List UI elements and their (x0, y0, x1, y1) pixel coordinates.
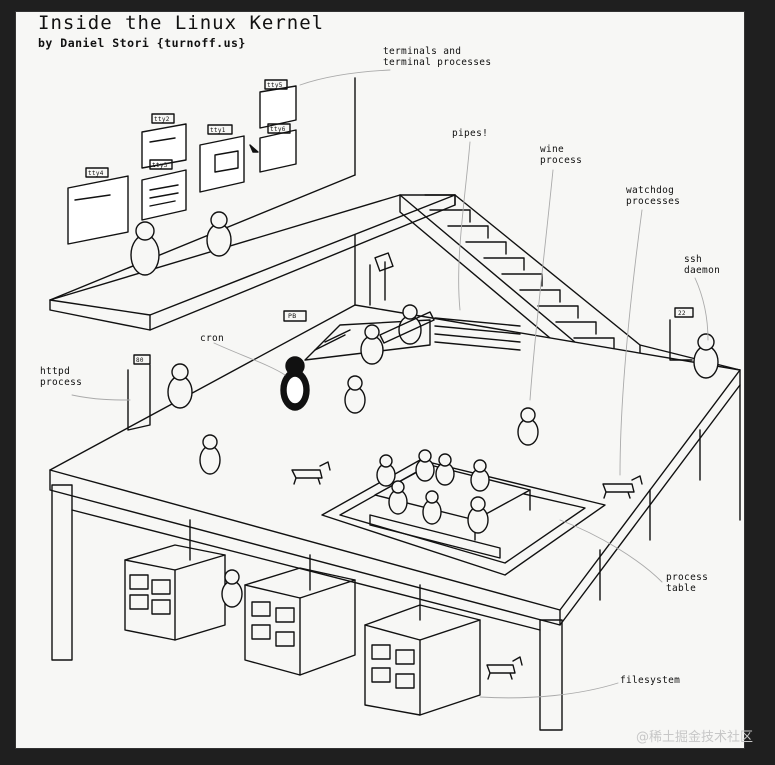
penguin (360, 324, 384, 365)
door-tag-ssh: 22 (678, 310, 686, 317)
back-wall (49, 77, 356, 301)
filesystem-cabinets (124, 544, 481, 716)
penguin (344, 375, 366, 414)
screen-tag: tty6 (270, 126, 286, 133)
label-filesystem: filesystem (620, 675, 681, 686)
door-tag-httpd: 80 (136, 357, 144, 364)
screen-tag: tty5 (267, 82, 283, 89)
screen-tag: tty3 (152, 162, 168, 169)
label-process-table: process table (666, 572, 709, 594)
label-httpd: httpd process (40, 366, 83, 388)
terminal-screens (67, 85, 297, 245)
screen-tag: tty4 (88, 170, 104, 177)
door-tags (133, 252, 694, 365)
label-ssh: ssh daemon (684, 254, 721, 276)
penguin (693, 333, 719, 379)
watermark: @稀土掘金技术社区 (635, 730, 753, 745)
label-pipes: pipes! (452, 128, 489, 139)
door-tag-cron: PB (288, 312, 297, 320)
label-wine: wine process (540, 144, 583, 166)
penguin (167, 363, 193, 409)
screen-tag: tty1 (210, 127, 226, 134)
penguin (398, 304, 422, 345)
penguin (130, 221, 160, 276)
penguin (388, 480, 408, 515)
penguin (415, 449, 435, 482)
comic-title: Inside the Linux Kernel (38, 12, 325, 34)
screen-tags (85, 79, 291, 178)
penguin (221, 569, 243, 608)
penguin (467, 496, 489, 534)
label-cron: cron (200, 333, 225, 344)
small-stairs (304, 317, 521, 361)
penguin (206, 211, 232, 257)
leader-lines (71, 69, 709, 699)
watchdogs (291, 461, 643, 680)
penguin (422, 490, 442, 525)
penguin (435, 453, 455, 486)
penguin (517, 407, 539, 446)
penguins (130, 211, 719, 608)
penguin (280, 356, 310, 411)
screen-tag: tty2 (154, 116, 170, 123)
penguin (470, 459, 490, 492)
label-terminals: terminals and terminal processes (383, 46, 492, 68)
penguin (199, 434, 221, 475)
label-watchdog: watchdog processes (626, 185, 681, 207)
penguin (376, 454, 396, 487)
pipe (379, 311, 435, 344)
comic-byline: by Daniel Stori {turnoff.us} (38, 36, 246, 50)
